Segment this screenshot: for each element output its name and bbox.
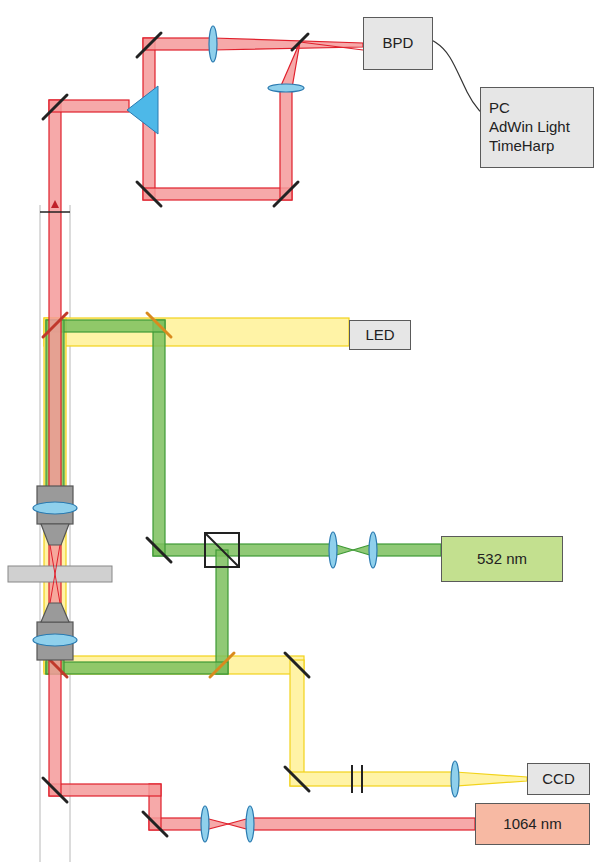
mirror [147,538,171,562]
mirror [285,767,309,791]
infrared-beam [49,100,61,796]
lens [209,26,217,62]
objective-lens [33,634,77,646]
dichroic-mirror [210,653,234,677]
optical-rail [70,205,71,862]
mirror [274,182,298,206]
dichroic-mirror [43,313,67,337]
focus [50,545,55,574]
green-beam [216,550,228,674]
dichroic-mirror [147,313,171,337]
mirror [285,653,309,677]
led-beam [455,772,527,786]
filter [351,765,353,793]
mirror [43,778,67,802]
objective [41,524,69,545]
infrared-beam [49,784,161,796]
objective-lens [33,502,77,514]
filter [361,765,363,793]
infrared-beam [280,88,292,200]
sample-slide [8,566,112,582]
infrared-beam [49,38,475,830]
signal-cable [433,41,480,111]
infrared-beam [143,188,292,200]
light-source-box: LED [349,320,411,350]
node-label: LED [365,326,394,345]
wave-plate [51,200,59,208]
objective [41,603,69,622]
led-beam [44,656,304,674]
mirror [137,182,161,206]
focus [50,545,60,603]
node-label: 1064 nm [503,815,561,834]
green-beam [153,544,333,556]
led-beam [44,318,349,346]
node-label: TimeHarp [489,137,554,156]
focus [55,545,60,574]
laser-box: 532 nm [441,536,563,582]
green-beam [46,662,228,674]
led-beam [290,660,304,786]
mirror [43,33,309,836]
lens [369,532,377,568]
wave-plate [40,200,70,212]
prism [127,86,158,134]
green-beam [153,320,165,556]
infrared-beam [280,42,300,88]
lens [246,806,254,842]
computer-box: PCAdWin LightTimeHarp [480,87,594,168]
mirror [143,812,167,836]
lens [451,761,459,797]
node-label: AdWin Light [489,118,570,137]
camera-box: CCD [527,763,590,795]
lens [329,532,337,568]
beam-splitter-cube [205,533,239,567]
focus [50,574,55,603]
beam-splitter-cube [205,533,239,567]
beam-splitter-cube [205,533,239,567]
laser-box: 1064 nm [475,803,590,845]
node-label: CCD [542,770,575,789]
led-beam [290,772,455,786]
infrared-beam [250,818,475,830]
infrared-beam [213,38,363,50]
wave-plate [40,211,70,213]
prism [127,86,158,134]
detector-box: BPD [363,17,433,70]
mirror [137,33,161,57]
lens [201,806,209,842]
sample-slide [8,566,112,582]
optical-rail [40,205,41,862]
infrared-beam [300,42,363,50]
mirror [292,34,308,50]
node-label: PC [489,99,510,118]
focus [55,574,60,603]
lens [201,26,459,842]
green-beam [46,320,441,674]
filter [352,765,362,793]
green-beam [373,544,441,556]
node-label: 532 nm [477,550,527,569]
lens [268,84,304,92]
mirror [43,95,67,119]
node-label: BPD [383,34,414,53]
